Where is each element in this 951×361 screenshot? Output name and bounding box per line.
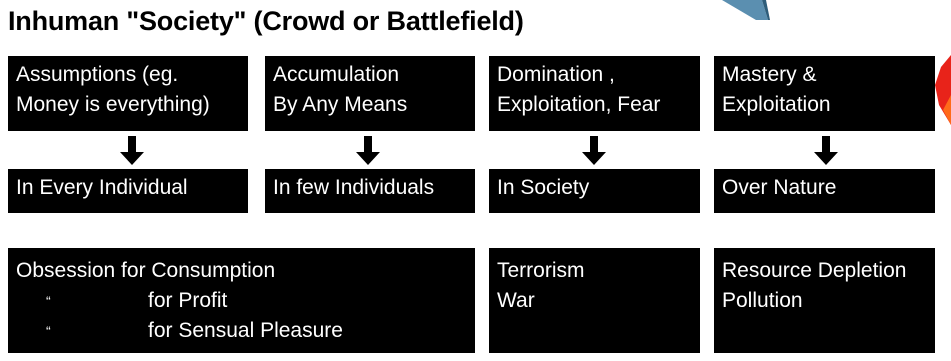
obsession-line-3: “ for Sensual Pleasure	[16, 316, 467, 346]
ditto-mark: “	[46, 323, 51, 339]
resource-line-1: Resource Depletion	[722, 259, 907, 282]
assumptions-box: Assumptions (eg. Money is everything)	[8, 56, 248, 131]
domination-box: Domination , Exploitation, Fear	[489, 56, 700, 131]
down-arrow-icon	[582, 136, 606, 166]
down-arrow-icon	[814, 136, 838, 166]
obsession-line-1: Obsession for Consumption	[16, 259, 276, 282]
slide-title: Inhuman "Society" (Crowd or Battlefield)	[8, 6, 524, 36]
for-sensual-pleasure-label: for Sensual Pleasure	[148, 319, 343, 342]
terrorism-box: Terrorism War	[489, 248, 700, 353]
assumptions-line-2: Money is everything)	[16, 93, 210, 116]
for-profit-label: for Profit	[148, 289, 228, 312]
obsession-line-2: “ for Profit	[16, 286, 467, 316]
accumulation-line-2: By Any Means	[273, 93, 408, 116]
mastery-line-2: Exploitation	[722, 93, 831, 116]
few-individuals-box: In few Individuals	[265, 169, 475, 213]
obsession-box: Obsession for Consumption “ for Profit “ f…	[8, 248, 475, 353]
in-society-label: In Society	[497, 176, 590, 199]
accumulation-line-1: Accumulation	[273, 63, 400, 86]
resource-depletion-box: Resource Depletion Pollution	[714, 248, 935, 353]
accumulation-box: Accumulation By Any Means	[265, 56, 475, 131]
down-arrow-icon	[120, 136, 144, 166]
over-nature-box: Over Nature	[714, 169, 935, 213]
mastery-box: Mastery & Exploitation	[714, 56, 935, 131]
down-arrow-icon	[356, 136, 380, 166]
assumptions-line-1: Assumptions (eg.	[16, 63, 179, 86]
over-nature-label: Over Nature	[722, 176, 837, 199]
resource-line-2: Pollution	[722, 289, 803, 312]
decorative-red-shape	[935, 55, 951, 125]
decorative-arrow-shape	[722, 0, 770, 20]
mastery-line-1: Mastery &	[722, 63, 817, 86]
every-individual-label: In Every Individual	[16, 176, 188, 199]
few-individuals-label: In few Individuals	[273, 176, 435, 199]
terrorism-line-2: War	[497, 289, 535, 312]
in-society-box: In Society	[489, 169, 700, 213]
domination-line-2: Exploitation, Fear	[497, 93, 661, 116]
domination-line-1: Domination ,	[497, 63, 615, 86]
ditto-mark: “	[46, 293, 51, 309]
every-individual-box: In Every Individual	[8, 169, 248, 213]
terrorism-line-1: Terrorism	[497, 259, 585, 282]
